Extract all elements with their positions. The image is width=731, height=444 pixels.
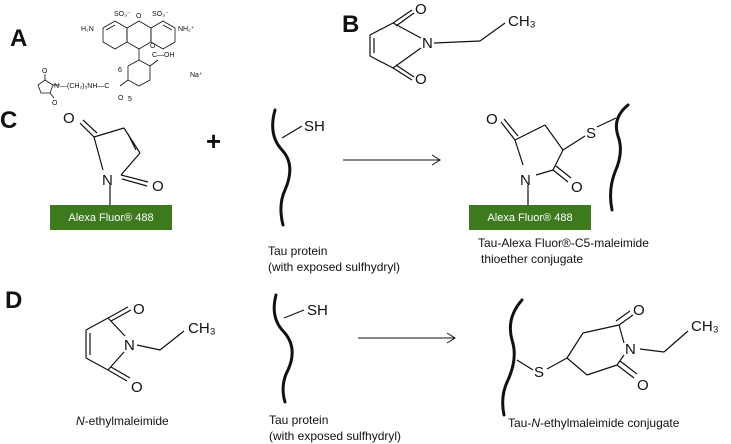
panel-b: B O O N CH₃ [342, 1, 536, 88]
panel-a: A H₂N SO₃⁻ SO₃⁻ NH₂⁺ O C—OH O —(CH₂)₅NH—… [10, 11, 203, 107]
right-ring [150, 20, 176, 50]
d-protein-chain [272, 293, 294, 404]
c-product-o-left: O [486, 111, 498, 128]
panel-d: D O O N CH₃ N-ethylmaleimide SH Tau prot… [5, 287, 719, 443]
ring-o: O [136, 13, 142, 20]
small-maleimide [37, 74, 60, 99]
panel-b-label: B [342, 11, 359, 38]
d-product-n: N [625, 341, 636, 358]
phenyl-ring [127, 59, 151, 87]
b-ch3: CH₃ [508, 13, 536, 30]
c-product-caption-2: thioether conjugate [481, 252, 583, 266]
d-product-s: S [534, 364, 544, 381]
cooh: C—OH [152, 52, 175, 59]
c-product-s: S [586, 125, 596, 142]
c-reactant-o-right: O [152, 178, 164, 195]
c-reactant-n: N [102, 172, 113, 189]
small-mal-o2: O [52, 100, 58, 107]
c-reactant-o-top: O [63, 110, 75, 127]
so3-1: SO₃⁻ [114, 11, 131, 18]
c-product-badge [469, 205, 591, 230]
d-protein [272, 293, 305, 404]
d-reactant-caption-rest: -ethylmaleimide [85, 414, 169, 428]
d-product-caption: Tau-N-ethylmaleimide conjugate [508, 416, 680, 430]
d-reactant-caption: N-ethylmaleimide [76, 414, 169, 428]
b-o-top: O [415, 1, 427, 18]
panel-a-label: A [10, 25, 27, 52]
xanthene-core [102, 20, 176, 60]
c-product: Alexa Fluor® 488 [469, 103, 630, 230]
small-maleimide-ring [37, 79, 54, 94]
c-reactant-badge [50, 205, 172, 230]
linker: —(CH₂)₅NH—C [60, 83, 109, 90]
d-reactant-n: N [124, 337, 135, 354]
nh2-plus: NH₂⁺ [178, 26, 195, 33]
panel-d-label: D [5, 287, 22, 314]
d-product-o-bottom: O [637, 377, 649, 394]
c-protein-caption-2: (with exposed sulfhydryl) [268, 260, 400, 274]
c-reactant-badge-text: Alexa Fluor® 488 [68, 212, 153, 224]
c-protein-caption-1: Tau protein [268, 244, 327, 258]
d-protein-caption-2: (with exposed sulfhydryl) [269, 429, 401, 443]
d-product-protein [501, 298, 524, 417]
small-mal-n: N [54, 83, 59, 90]
c-protein [271, 108, 303, 227]
d-product-o-top: O [633, 302, 645, 319]
d-reactant-o-bottom: O [131, 379, 143, 396]
b-n: N [422, 35, 433, 52]
c-product-n: N [520, 172, 531, 189]
linker-o: O [118, 95, 124, 102]
d-reactant [85, 306, 185, 382]
d-reactant-ch3: CH₃ [188, 320, 216, 337]
center-ring [126, 20, 152, 50]
d-reactant-caption-italic: N [76, 414, 85, 428]
pos-5: 5 [128, 96, 132, 103]
sodium: Na⁺ [190, 72, 203, 79]
c-product-caption-1: Tau-Alexa Fluor®-C5-maleimide [478, 236, 649, 250]
pos-6: 6 [118, 67, 122, 74]
d-product-caption-rest: -ethylmaleimide conjugate [540, 416, 680, 430]
c-protein-sh: SH [304, 118, 325, 135]
d-product-caption-pre: Tau- [508, 416, 531, 430]
b-o-bottom: O [415, 71, 427, 88]
panel-c-label: C [0, 107, 17, 134]
d-protein-caption-1: Tau protein [269, 413, 328, 427]
d-reaction-arrow [358, 332, 456, 344]
d-product-ch3: CH₃ [691, 318, 719, 335]
d-product-caption-italic: N [531, 416, 540, 430]
c-product-protein [609, 103, 630, 212]
b-maleimide-ring [369, 9, 506, 81]
d-protein-sh: SH [307, 302, 328, 319]
so3-2: SO₃⁻ [152, 11, 169, 18]
d-product [501, 298, 689, 417]
c-reaction-arrow [343, 154, 441, 166]
c-product-badge-text: Alexa Fluor® 488 [487, 212, 572, 224]
plus-sign: + [206, 126, 221, 156]
c-reactant: Alexa Fluor® 488 [50, 119, 172, 230]
c-protein-chain [271, 108, 292, 227]
pendant-phenyl [119, 59, 159, 87]
small-mal-o1: O [42, 68, 48, 75]
h2n-left: H₂N [81, 26, 94, 33]
panel-c: C Alexa Fluor® 488 O O N + SH Tau protei… [0, 103, 649, 274]
d-reactant-o-top: O [133, 301, 145, 318]
c-product-o-right: O [571, 179, 583, 196]
cooh-o: O [150, 43, 156, 50]
